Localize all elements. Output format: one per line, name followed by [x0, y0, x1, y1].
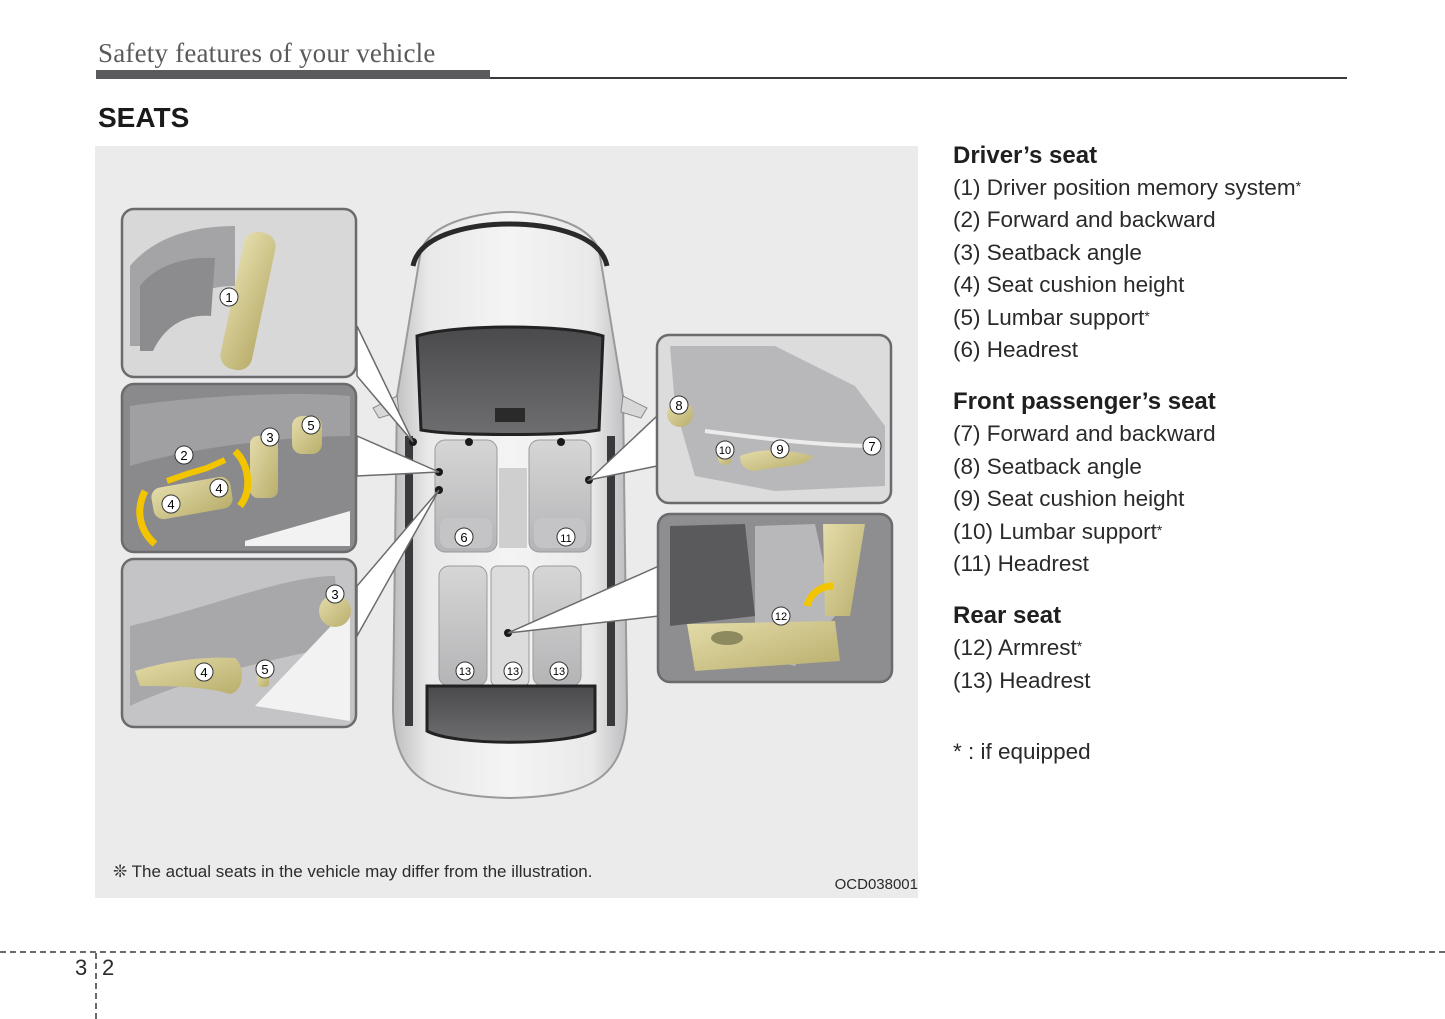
if-equipped-footnote: * : if equipped: [953, 739, 1091, 765]
svg-text:2: 2: [180, 448, 187, 463]
drivers-seat-group: Driver’s seat (1) Driver position memory…: [953, 140, 1413, 366]
callout-5a: 5: [301, 415, 321, 435]
callout-4b: 4: [209, 478, 229, 498]
header-bar: [96, 70, 490, 79]
callout-2: 2: [174, 445, 194, 465]
callout-1: 1: [219, 287, 239, 307]
inset-rear-armrest: [656, 512, 894, 684]
legend-item: (9) Seat cushion height: [953, 486, 1185, 512]
chapter-title: Safety features of your vehicle: [98, 38, 436, 68]
section-title: SEATS: [98, 102, 190, 133]
svg-text:9: 9: [776, 442, 783, 457]
legend-item: (13) Headrest: [953, 667, 1091, 693]
svg-text:4: 4: [167, 497, 174, 512]
legend-item: (4) Seat cushion height: [953, 272, 1185, 298]
chapter-number: 3: [75, 955, 88, 980]
passenger-seat-group: Front passenger’s seat (7) Forward and b…: [953, 386, 1413, 580]
footer-vertical-divider: [95, 953, 97, 1019]
legend-item: (6) Headrest: [953, 337, 1079, 363]
callout-8: 8: [669, 395, 689, 415]
callout-3a: 3: [260, 427, 280, 447]
callout-5b: 5: [255, 659, 275, 679]
inset-manual-levers: [120, 557, 358, 729]
svg-text:3: 3: [331, 587, 338, 602]
svg-text:6: 6: [460, 530, 467, 545]
inset-memory-buttons: [120, 207, 358, 379]
callout-13c: 13: [549, 661, 569, 681]
inset-passenger-seat: [655, 333, 893, 505]
callout-badges: 1 2 3 5 4 4 3 4 5 6 11 8 10 9 7 12 13 13…: [161, 287, 882, 682]
legend-item: (10) Lumbar support*: [953, 518, 1163, 544]
callout-13a: 13: [455, 661, 475, 681]
legend-item: (3) Seatback angle: [953, 239, 1142, 265]
svg-text:4: 4: [215, 481, 222, 496]
arrow-height-right: [232, 448, 252, 509]
arrow-forward-back: [166, 457, 227, 484]
inset-side-switches: [120, 382, 358, 554]
svg-text:1: 1: [225, 290, 232, 305]
page-number: 2: [102, 955, 115, 980]
callout-9: 9: [770, 439, 790, 459]
side-mirror-right: [620, 395, 648, 419]
drivers-seat-title: Driver’s seat: [953, 142, 1098, 169]
callout-7: 7: [862, 436, 882, 456]
legend-item: (2) Forward and backward: [953, 207, 1216, 233]
footer-divider: [0, 951, 1445, 953]
legend-item: (8) Seatback angle: [953, 453, 1142, 479]
legend-item: (5) Lumbar support*: [953, 304, 1150, 330]
callout-13b: 13: [503, 661, 523, 681]
svg-text:5: 5: [261, 662, 268, 677]
illustration-svg: 1 2 3 5 4 4 3 4 5 6 11 8 10 9 7 12 13 13…: [120, 207, 894, 800]
callout-wedges: [356, 325, 660, 639]
header-rule: [490, 77, 1347, 79]
windshield: [415, 325, 605, 436]
rear-seat-title: Rear seat: [953, 602, 1062, 630]
legend-item: (7) Forward and backward: [953, 421, 1216, 447]
svg-text:13: 13: [553, 666, 565, 678]
svg-text:3: 3: [266, 430, 273, 445]
svg-text:13: 13: [507, 666, 519, 678]
svg-text:8: 8: [675, 398, 682, 413]
svg-text:5: 5: [307, 418, 314, 433]
center-console: [499, 468, 527, 548]
arrow-fold-down: [803, 582, 834, 608]
arrow-height-left: [136, 489, 158, 547]
legend-item: (1) Driver position memory system*: [953, 175, 1302, 200]
legend-item: (12) Armrest*: [953, 635, 1083, 661]
svg-text:4: 4: [200, 665, 207, 680]
callout-3b: 3: [325, 584, 345, 604]
callout-4c: 4: [194, 662, 214, 682]
car-top-view: [372, 210, 648, 800]
legend-item: (11) Headrest: [953, 551, 1089, 577]
callout-4a: 4: [161, 494, 181, 514]
callout-6: 6: [454, 527, 474, 547]
passenger-seat-title: Front passenger’s seat: [953, 388, 1216, 416]
svg-text:7: 7: [868, 439, 875, 454]
illustration-code: OCD038001: [834, 876, 918, 893]
seat-legend: Driver’s seat (1) Driver position memory…: [953, 140, 1413, 765]
rear-window: [425, 684, 597, 744]
callout-12: 12: [771, 606, 791, 626]
callout-11: 11: [556, 527, 576, 547]
svg-text:13: 13: [459, 666, 471, 678]
rear-seat-group: Rear seat (12) Armrest* (13) Headrest: [953, 600, 1413, 697]
svg-text:12: 12: [775, 611, 787, 623]
svg-text:11: 11: [560, 533, 571, 545]
illustration-disclaimer: ❊ The actual seats in the vehicle may di…: [113, 862, 593, 881]
seats-illustration: 1 2 3 5 4 4 3 4 5 6 11 8 10 9 7 12 13 13…: [95, 146, 918, 898]
svg-text:10: 10: [719, 445, 731, 457]
callout-10: 10: [715, 440, 735, 460]
